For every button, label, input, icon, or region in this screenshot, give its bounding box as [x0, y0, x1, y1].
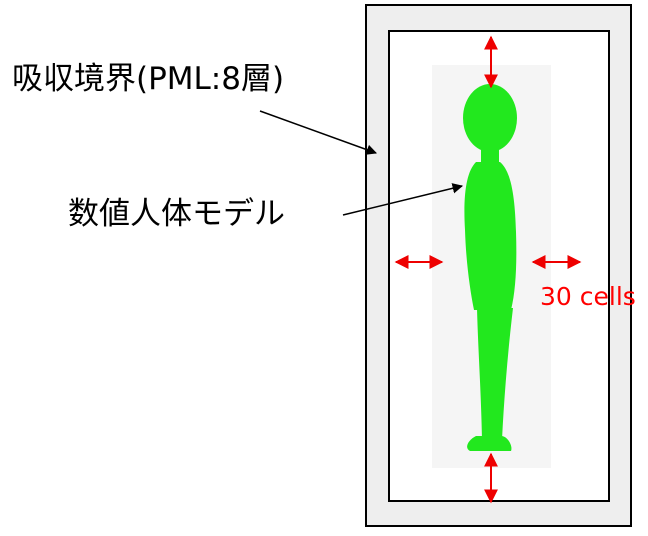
- model-leader-line: [342, 183, 464, 216]
- figure-arm: [478, 180, 498, 295]
- human-model-label: 数値人体モデル: [68, 196, 285, 232]
- human-figure-icon: [463, 84, 517, 451]
- pml-leader-line: [259, 110, 377, 155]
- figure-foot: [467, 436, 512, 451]
- figure-legs: [477, 308, 513, 440]
- absorbing-boundary-label: 吸収境界(PML:8層): [12, 61, 285, 97]
- figure-head: [463, 84, 517, 152]
- margin-cells-label: 30 cells: [540, 282, 636, 311]
- figure-neck: [481, 146, 499, 164]
